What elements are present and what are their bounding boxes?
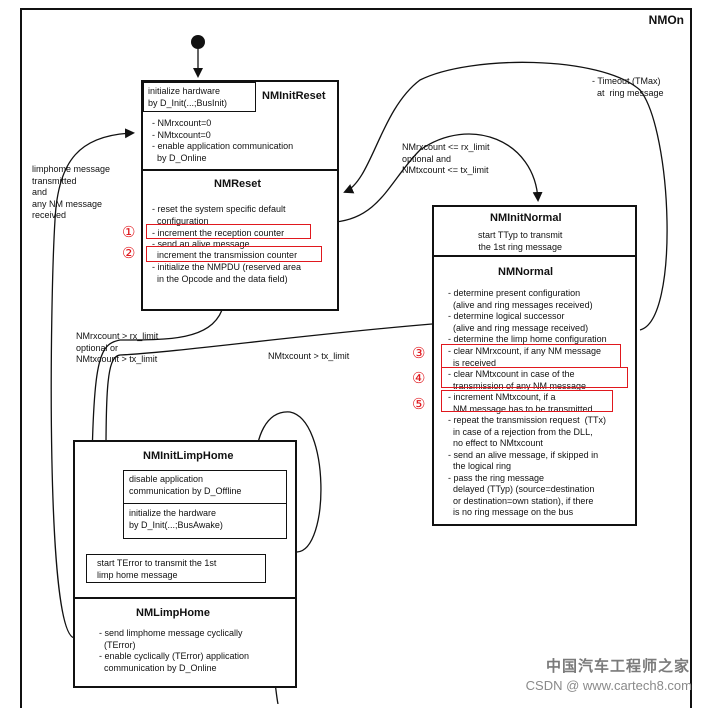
normal-body: - determine present configuration (alive… (448, 288, 607, 344)
initreset-divider (141, 169, 339, 171)
limphome-box-terror-text: start TError to transmit the 1st limp ho… (97, 558, 217, 580)
reset-item-2b: increment the transmission counter (152, 250, 298, 260)
label-rx-tx-limit: NMrxcount <= rx_limit optional and NMtxc… (402, 142, 490, 175)
arrow-limphome-loop (251, 411, 322, 553)
normal-item-5: - increment NMtxcount, if a NM message h… (448, 392, 593, 414)
nmon-title: NMOn (648, 13, 684, 27)
label-tx-gt-limit: NMtxcount > tx_limit (268, 351, 350, 361)
arrow-reset-to-initlimphome (86, 309, 223, 552)
arrow-reset-to-initnormal (334, 133, 543, 223)
normal-tail: - repeat the transmission request (TTx) … (448, 415, 607, 517)
marker-5: ⑤ (412, 396, 426, 413)
limphome-title: NMLimpHome (136, 607, 210, 619)
reset-body: - reset the system specific default conf… (152, 204, 286, 226)
limphome-body: - send limphome message cyclically (TErr… (99, 628, 250, 673)
limphome-box-hardware (123, 503, 287, 539)
initnormal-divider (432, 255, 637, 257)
highlight-box-3 (441, 344, 621, 368)
watermark-site: CSDN @ www.cartech8.com (525, 678, 692, 693)
state-initreset-reset (141, 80, 339, 311)
initlimphome-title: NMInitLimpHome (143, 450, 234, 462)
nmon-frame (20, 8, 692, 708)
highlight-box-1 (146, 224, 311, 239)
initnormal-body: start TTyp to transmit the 1st ring mess… (478, 230, 563, 252)
initreset-body: - NMrxcount=0 - NMtxcount=0 - enable app… (152, 118, 294, 163)
initreset-title: NMInitReset (262, 90, 326, 102)
limphome-box-terror (86, 554, 266, 583)
normal-title: NMNormal (498, 266, 554, 278)
initnormal-title: NMInitNormal (490, 212, 562, 224)
initreset-entry-text: initialize hardware by D_Init(...;BusIni… (148, 86, 228, 108)
marker-1: ① (122, 224, 136, 241)
reset-title: NMReset (214, 178, 262, 190)
label-timeout: - Timeout (TMax) at ring message (592, 76, 664, 98)
marker-2: ② (122, 245, 136, 262)
label-rx-gt-limit: NMrxcount > rx_limit optional or NMtxcou… (76, 331, 159, 364)
marker-3: ③ (412, 345, 426, 362)
arrow-limphome-to-initreset (50, 128, 135, 639)
arrow-timeout-to-reset (343, 61, 668, 331)
marker-4: ④ (412, 370, 426, 387)
arrow-normal-to-initlimphome (100, 323, 433, 552)
normal-item-4: - clear NMtxcount in case of the transmi… (448, 369, 587, 391)
highlight-box-2 (146, 246, 322, 262)
initlimphome-divider (73, 597, 297, 599)
state-initnormal-normal (432, 205, 637, 526)
limphome-box-offline (123, 470, 287, 504)
highlight-box-4 (441, 367, 628, 388)
reset-item-2a: - send an alive message (152, 239, 250, 249)
watermark-brand: 中国汽车工程师之家 (545, 657, 690, 675)
limphome-box-offline-text: disable application communication by D_O… (129, 474, 242, 496)
reset-tail: - initialize the NMPDU (reserved area in… (152, 262, 302, 284)
label-limphome-transmitted: limphome message transmitted and any NM … (32, 164, 111, 220)
normal-item-3: - clear NMrxcount, if any NM message is … (448, 346, 602, 368)
highlight-box-5 (441, 390, 613, 412)
initreset-entry-box (143, 82, 256, 112)
initial-state-dot (191, 35, 205, 49)
limphome-box-hardware-text: initialize the hardware by D_Init(...;Bu… (129, 508, 223, 530)
reset-item-1: - increment the reception counter (152, 228, 285, 238)
